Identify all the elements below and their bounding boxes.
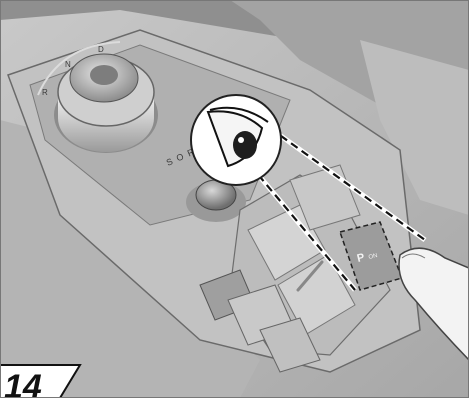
shift-dial-center: [90, 65, 118, 85]
figure-number: 14: [4, 368, 42, 398]
dial-mark-d: D: [98, 45, 104, 54]
dial-mark-n: N: [65, 60, 71, 69]
dial-mark-r: R: [42, 88, 48, 97]
eye-glint: [238, 137, 244, 143]
eye-pupil: [233, 131, 257, 159]
